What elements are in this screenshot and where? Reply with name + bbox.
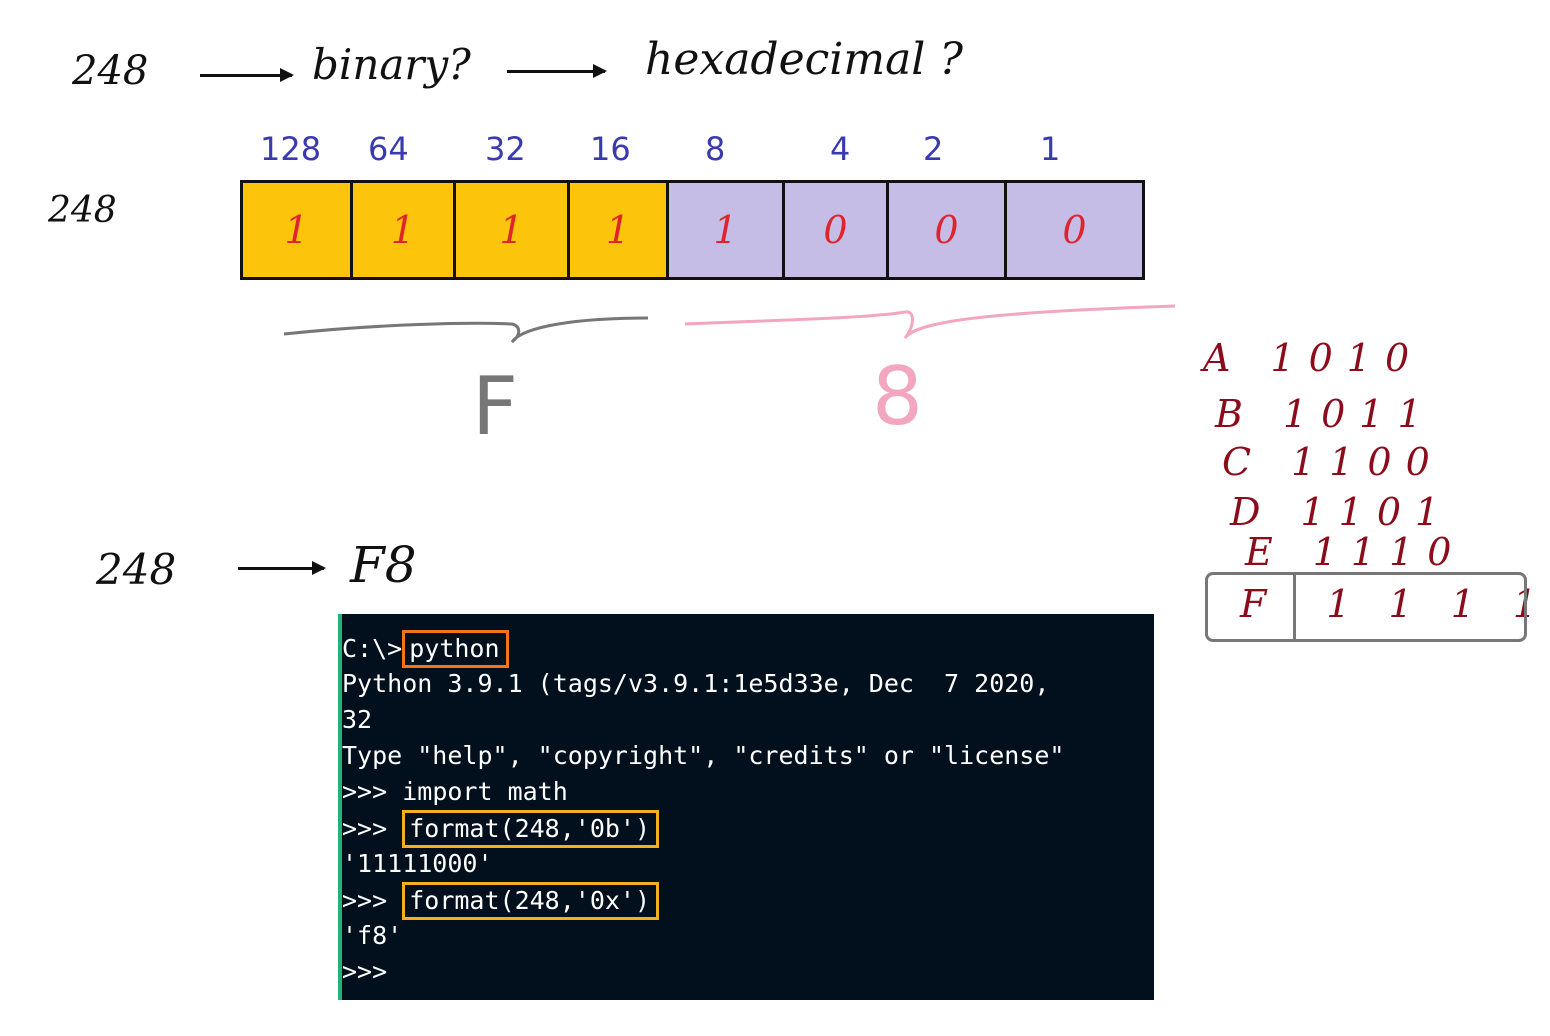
weight-1: 1 <box>1040 130 1061 168</box>
bit-cell-16: 1 <box>570 183 669 277</box>
result-number: 248 <box>96 545 177 594</box>
repl-prompt: >>> <box>342 777 403 806</box>
hex-map-row-e: E 1110 <box>1245 530 1465 574</box>
format-hex-command: format(248,'0x') <box>409 886 651 915</box>
python-terminal[interactable]: C:\>python Python 3.9.1 (tags/v3.9.1:1e5… <box>338 614 1154 1000</box>
arrow-to-hex <box>507 64 607 78</box>
format-bin-command: format(248,'0b') <box>409 814 651 843</box>
terminal-line-8: >>> format(248,'0x') <box>342 882 1154 920</box>
repl-prompt: >>> <box>342 886 403 915</box>
bit-cell-128: 1 <box>243 183 353 277</box>
bit-cell-2: 0 <box>889 183 1007 277</box>
low-nibble-brace <box>684 304 1176 339</box>
terminal-line-6: >>> format(248,'0b') <box>342 810 1154 848</box>
weight-8: 8 <box>705 130 726 168</box>
hex-map-row-a: A 1010 <box>1203 336 1423 380</box>
hex-map-letter: B <box>1215 392 1243 436</box>
nibble-braces <box>283 304 1176 344</box>
terminal-line-9: 'f8' <box>342 921 403 950</box>
hex-map-letter: E <box>1245 530 1273 574</box>
weight-2: 2 <box>923 130 944 168</box>
hex-map-bits: 1111 <box>1326 582 1537 626</box>
weight-128: 128 <box>260 130 322 168</box>
hex-map-letter: F <box>1240 582 1267 626</box>
weight-64: 64 <box>368 130 409 168</box>
hex-map-letter: C <box>1222 440 1252 484</box>
terminal-line-4: Type "help", "copyright", "credits" or "… <box>342 741 1065 770</box>
terminal-line-7: '11111000' <box>342 849 493 878</box>
format-bin-highlight: format(248,'0b') <box>402 810 660 848</box>
python-command: python <box>409 634 500 663</box>
terminal-line-2: Python 3.9.1 (tags/v3.9.1:1e5d33e, Dec 7… <box>342 669 1050 698</box>
terminal-line-3: 32 <box>342 705 373 734</box>
format-hex-highlight: format(248,'0x') <box>402 882 660 920</box>
hex-map-bits: 1110 <box>1312 530 1466 574</box>
bit-cell-1: 0 <box>1007 183 1142 277</box>
terminal-line-5: >>> import math <box>342 774 1154 810</box>
hex-map-row-f: F 1111 <box>1240 582 1550 626</box>
repl-prompt: >>> <box>342 814 403 843</box>
hex-map-bits: 1011 <box>1282 392 1436 436</box>
bit-cell-4: 0 <box>785 183 889 277</box>
prompt-path: C:\> <box>342 634 403 663</box>
hex-map-letter: D <box>1230 490 1261 534</box>
result-hex: F8 <box>350 536 417 594</box>
hex-map-bits: 1100 <box>1291 440 1444 484</box>
hex-map-bits: 1101 <box>1300 490 1454 534</box>
terminal-line-10[interactable]: >>> <box>342 957 388 986</box>
arrow-to-binary <box>200 68 294 82</box>
import-command: import math <box>402 777 568 806</box>
bit-weights: 128 64 32 16 8 4 2 1 <box>240 130 1145 180</box>
high-nibble-brace <box>283 316 649 344</box>
low-nibble-hex: 8 <box>872 350 923 443</box>
hex-map-f-highlight <box>1205 572 1527 642</box>
weight-32: 32 <box>485 130 526 168</box>
hex-map-row-c: C 1100 <box>1222 440 1444 484</box>
python-command-highlight: python <box>402 630 509 668</box>
hex-map-bits: 1010 <box>1270 336 1424 380</box>
hex-map-row-b: B 1011 <box>1215 392 1436 436</box>
bit-cell-8: 1 <box>669 183 785 277</box>
hex-map-row-d: D 1101 <box>1230 490 1453 534</box>
bit-cell-64: 1 <box>353 183 456 277</box>
hex-map-f-divider <box>1293 574 1296 642</box>
bit-table: 1 1 1 1 1 0 0 0 <box>240 180 1145 280</box>
row-label: 248 <box>48 190 117 231</box>
high-nibble-hex: F <box>472 360 519 453</box>
weight-16: 16 <box>590 130 631 168</box>
terminal-line-1: C:\>python <box>342 630 1154 668</box>
heading-binary-question: binary? <box>312 40 471 89</box>
weight-4: 4 <box>830 130 851 168</box>
bit-cell-32: 1 <box>456 183 570 277</box>
hex-map-letter: A <box>1203 336 1231 380</box>
arrow-to-result <box>238 561 326 575</box>
heading-number: 248 <box>72 48 149 94</box>
heading-hex-question: hexadecimal ? <box>645 34 963 85</box>
